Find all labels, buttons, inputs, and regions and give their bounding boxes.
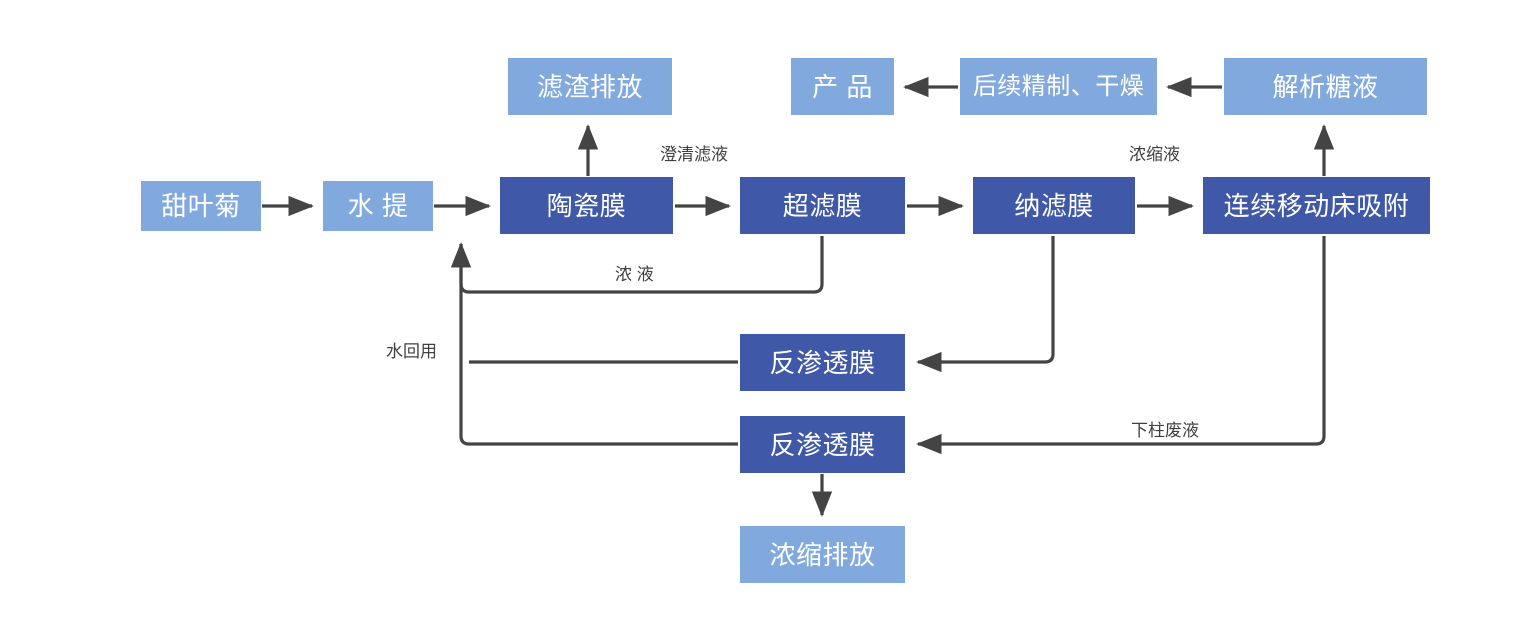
node-refining-and-drying[interactable]: 后续精制、干燥 [960,58,1157,115]
node-ceramic-membrane[interactable]: 陶瓷膜 [500,177,673,234]
node-desorbed-sugar-liquid[interactable]: 解析糖液 [1224,58,1427,115]
node-nanofiltration-membrane[interactable]: 纳滤膜 [973,177,1135,234]
edge-ro-lower-to-ceramic-recycle [450,242,738,446]
edge-ultrafilter-to-ceramic-recycle [469,236,824,294]
edge-recycle-riser [459,244,470,294]
node-continuous-moving-bed-adsorption[interactable]: 连续移动床吸附 [1203,177,1430,234]
edge-label-concentrate-liquid: 浓缩液 [1129,145,1180,164]
node-stevia[interactable]: 甜叶菊 [141,181,261,231]
node-residue-discharge[interactable]: 滤渣排放 [508,58,672,115]
node-ultrafiltration-membrane[interactable]: 超滤膜 [740,177,905,234]
node-concentrate-discharge[interactable]: 浓缩排放 [740,526,905,583]
node-water-extraction[interactable]: 水 提 [323,181,433,231]
node-reverse-osmosis-membrane-upper[interactable]: 反渗透膜 [740,334,905,391]
node-reverse-osmosis-membrane-lower[interactable]: 反渗透膜 [740,416,905,473]
edge-moving-bed-to-ro-lower [916,236,1326,455]
node-product[interactable]: 产 品 [791,58,894,115]
edge-label-clarified-filtrate: 澄清滤液 [660,145,728,164]
edge-label-thick-liquid: 浓 液 [615,265,654,284]
edge-label-water-reuse: 水回用 [386,342,437,361]
edge-nanofilter-to-ro-upper [916,236,1055,373]
edge-label-column-waste-liquid: 下柱废液 [1131,421,1199,440]
